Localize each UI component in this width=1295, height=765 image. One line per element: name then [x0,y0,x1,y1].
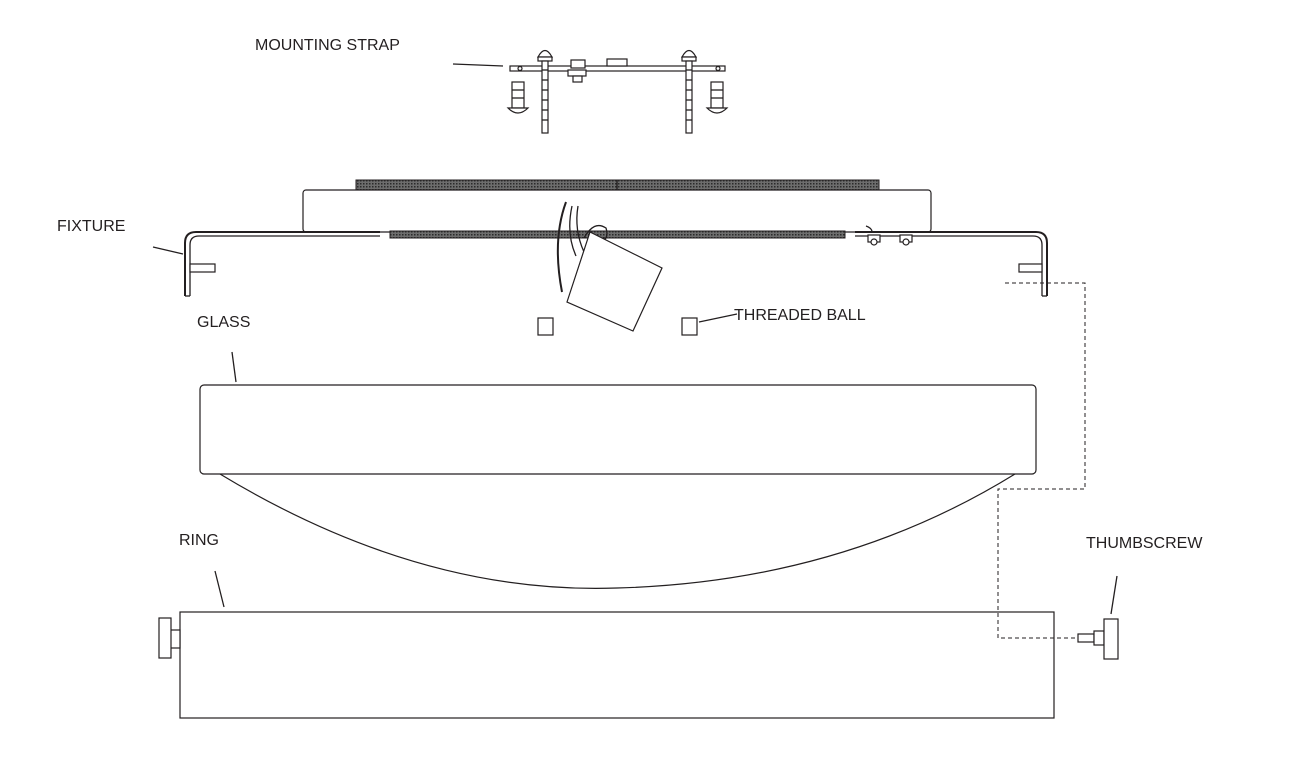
glass-label: GLASS [197,314,250,331]
fixture-leader [152,246,184,255]
threaded-ball-leader [698,313,738,323]
glass [199,384,1037,589]
fixture-pan [184,179,1048,336]
thumbscrew-assembly-path [997,282,1086,639]
glass-leader [231,351,237,383]
thumbscrew-label: THUMBSCREW [1086,535,1203,552]
ring-leader [214,570,225,608]
mounting-strap [506,49,729,134]
fixture-label: FIXTURE [57,218,125,235]
thumbscrew [1077,618,1119,660]
mounting-strap-label: MOUNTING STRAP [255,37,400,54]
thumbscrew-leader [1110,575,1118,615]
ring [158,611,1055,719]
mounting-strap-leader [452,63,504,67]
ring-label: RING [179,532,219,549]
threaded-ball-label: THREADED BALL [734,307,866,324]
